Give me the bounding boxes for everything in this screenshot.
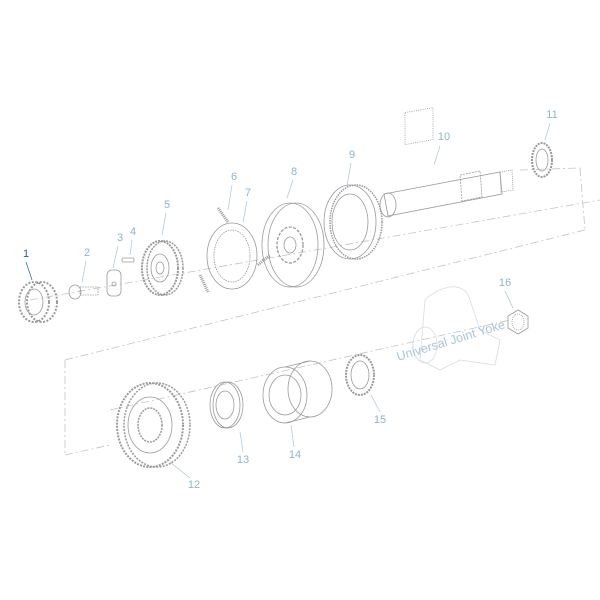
part-11-ring — [531, 142, 553, 178]
part-1-gear — [18, 281, 58, 323]
part-10-shaft — [379, 107, 514, 218]
callout-part-1[interactable]: 1 — [22, 248, 30, 260]
callout-part-10[interactable]: 10 — [437, 131, 451, 143]
part-9-ring — [323, 184, 383, 260]
part-4-pin — [121, 257, 135, 263]
callout-part-11[interactable]: 11 — [546, 109, 558, 121]
part-6-spring — [216, 207, 230, 223]
part-15-ring — [345, 354, 375, 396]
callout-part-5[interactable]: 5 — [163, 199, 171, 211]
universal-joint-yoke-ghost — [412, 286, 501, 371]
callout-part-13[interactable]: 13 — [236, 454, 250, 466]
callout-part-12[interactable]: 12 — [187, 479, 201, 491]
callout-part-2[interactable]: 2 — [83, 247, 91, 259]
part-16-nut — [507, 309, 529, 335]
callout-part-14[interactable]: 14 — [288, 449, 302, 461]
part-2-bolt — [68, 284, 99, 300]
part-7-ring — [206, 222, 258, 290]
part-3-plate — [106, 269, 122, 297]
callout-part-16[interactable]: 16 — [498, 277, 512, 289]
callout-part-6[interactable]: 6 — [230, 171, 238, 183]
part-5-gear — [141, 240, 184, 296]
part-8-hub — [261, 202, 325, 288]
part-13-washer — [209, 381, 244, 429]
callout-part-4[interactable]: 4 — [129, 226, 137, 238]
callout-part-9[interactable]: 9 — [348, 149, 356, 161]
callout-part-7[interactable]: 7 — [244, 187, 252, 199]
leader-lines — [25, 122, 551, 479]
part-14-bearing — [262, 360, 333, 424]
callout-part-3[interactable]: 3 — [116, 232, 124, 244]
callout-part-15[interactable]: 15 — [373, 414, 387, 426]
assembly-axis-lines — [29, 167, 600, 456]
callout-part-8[interactable]: 8 — [290, 166, 298, 178]
part-12-gear — [116, 382, 191, 468]
